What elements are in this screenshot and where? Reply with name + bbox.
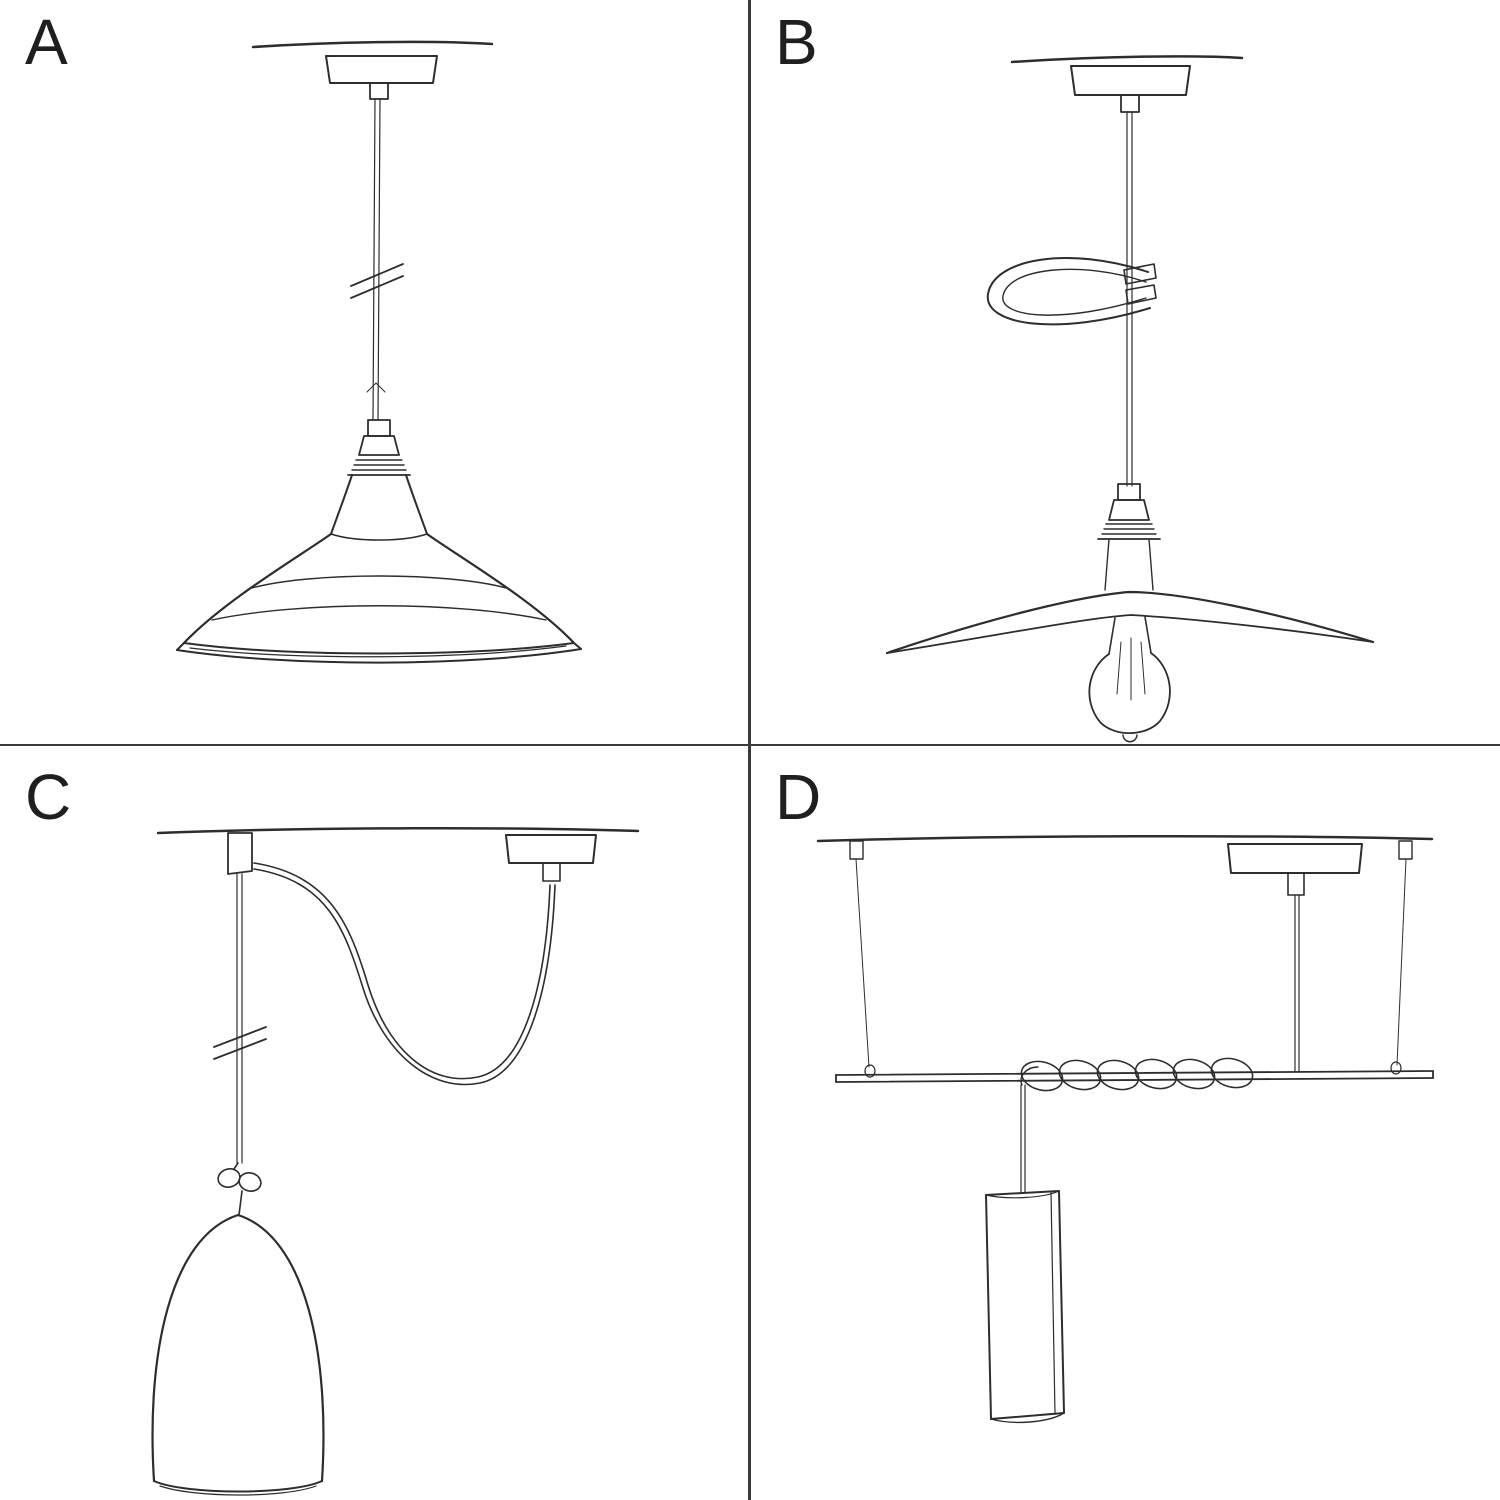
bowl-shade: [176, 474, 582, 664]
ceiling-rose: [1070, 65, 1191, 113]
center-rod: [1294, 894, 1300, 1072]
cable-length-marks: [350, 263, 404, 393]
panel-b: B: [750, 0, 1500, 745]
ceiling-rose: [505, 834, 597, 882]
ceiling-line: [251, 40, 494, 49]
pendant-flat-shade-bulb-sketch: [885, 55, 1375, 743]
coiled-cable: [1020, 1057, 1254, 1092]
vertical-divider: [748, 0, 751, 1500]
cable-knot: [217, 1162, 262, 1216]
panel-a-label: A: [25, 6, 69, 78]
swag-hook: [227, 832, 253, 875]
ceiling-line: [816, 834, 1434, 843]
drop-cable: [1020, 1084, 1026, 1194]
swag-pendant-bell-shade-sketch: [151, 826, 640, 1496]
horizontal-bar: [835, 1070, 1434, 1083]
swag-cable: [253, 862, 556, 1086]
ceiling-line: [156, 826, 640, 835]
cable-clip-loop: [986, 257, 1157, 326]
bar-pendant-tube-shade-sketch: [816, 834, 1434, 1424]
horizontal-divider: [0, 744, 1500, 746]
pendant-bowl-shade-sketch: [176, 40, 582, 664]
lamp-holder: [347, 419, 411, 476]
panel-d-label: D: [775, 761, 823, 833]
light-bulb: [1088, 616, 1171, 743]
lamp-holder: [1097, 483, 1161, 591]
tube-shade: [985, 1190, 1065, 1424]
flat-plate-shade: [885, 590, 1375, 655]
suspension-mounts: [849, 840, 1413, 860]
ceiling-rose: [1227, 843, 1363, 896]
panel-c: C: [0, 745, 750, 1500]
panel-d: D: [750, 745, 1500, 1500]
pendant-cable: [372, 98, 381, 421]
panel-c-label: C: [25, 761, 73, 833]
bell-dome-shade: [151, 1213, 325, 1496]
cable-length-marks: [213, 1026, 267, 1060]
panel-b-label: B: [775, 6, 819, 78]
panel-a: A: [0, 0, 750, 745]
ceiling-rose: [325, 55, 438, 100]
drop-cable: [236, 873, 243, 1164]
suspension-wires: [855, 858, 1407, 1078]
ceiling-line: [1010, 55, 1244, 64]
